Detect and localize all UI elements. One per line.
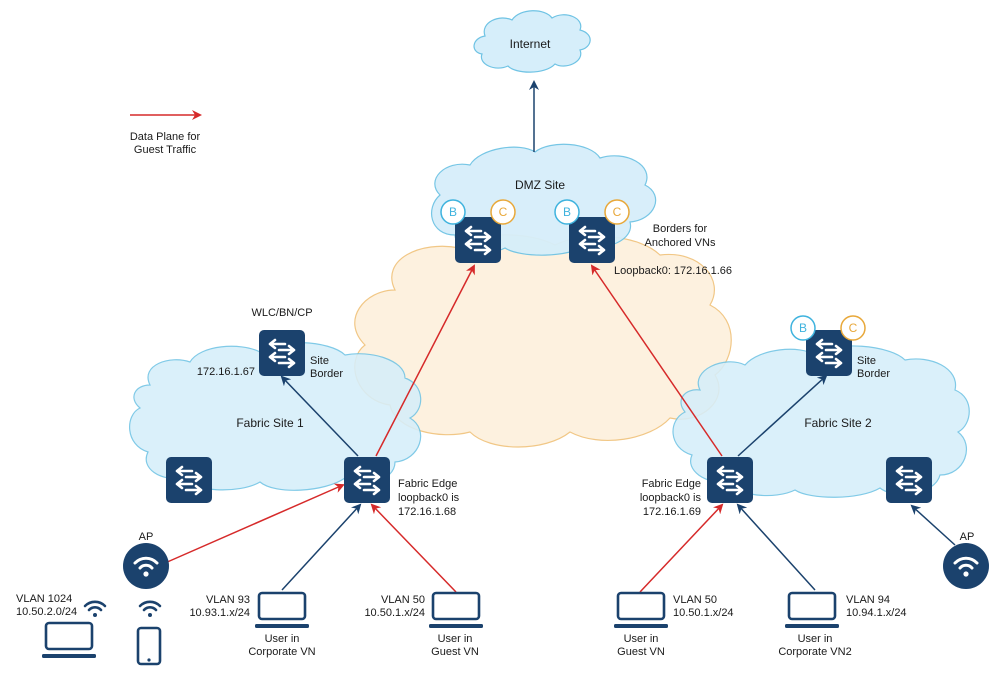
borders-label-line2: Anchored VNs bbox=[644, 237, 716, 249]
site1-edge-label-line2: loopback0 is bbox=[398, 492, 460, 504]
site1-border-switch[interactable] bbox=[257, 328, 307, 378]
guest1-user-line1: User in bbox=[437, 633, 473, 645]
legend-label-line1: Data Plane for bbox=[129, 131, 201, 143]
corp1-subnet-label: 10.93.1.x/24 bbox=[189, 607, 250, 619]
mobile-phone[interactable] bbox=[136, 626, 162, 666]
corp1-user-line2: Corporate VN bbox=[248, 646, 316, 658]
corporate-user-laptop-1[interactable] bbox=[253, 591, 311, 630]
corp1-user-line1: User in bbox=[264, 633, 300, 645]
wifi-icon-phone bbox=[138, 600, 162, 619]
site2-edge-label-line2: loopback0 is bbox=[639, 492, 701, 504]
site2-border-label-line2: Border bbox=[857, 368, 891, 380]
badge-control-site2 bbox=[840, 315, 866, 341]
guest2-user-line2: Guest VN bbox=[617, 646, 665, 658]
badge-border-dmz2 bbox=[554, 199, 580, 225]
site1-edge-label-line1: Fabric Edge bbox=[398, 478, 458, 490]
wifi-icon-laptop bbox=[83, 600, 107, 619]
link-corp1-edge1 bbox=[281, 503, 362, 591]
badge-c-label: C bbox=[498, 205, 508, 219]
site2-switch[interactable] bbox=[884, 455, 934, 505]
badge-control-dmz1 bbox=[490, 199, 516, 225]
link-edge2-border2 bbox=[737, 374, 828, 457]
internet-label: Internet bbox=[509, 37, 551, 51]
fabric-site-1-label: Fabric Site 1 bbox=[236, 416, 304, 430]
borders-label-line1: Borders for bbox=[652, 223, 708, 235]
corporate-user-laptop-2[interactable] bbox=[783, 591, 841, 630]
guest1-subnet-label: 10.50.1.x/24 bbox=[364, 607, 425, 619]
internet-cloud bbox=[473, 10, 591, 73]
legend-label-line2: Guest Traffic bbox=[133, 144, 197, 156]
corp2-subnet-label: 10.94.1.x/24 bbox=[846, 607, 907, 619]
dmz-loopback-label: Loopback0: 172.16.1.66 bbox=[614, 265, 733, 277]
link-corp2-edge2 bbox=[736, 503, 816, 591]
badge-c-label: C bbox=[612, 205, 622, 219]
site1-edge-label-line3: 172.16.1.68 bbox=[398, 506, 457, 518]
wireless-vlan-label: VLAN 1024 bbox=[16, 593, 73, 605]
badge-control-dmz2 bbox=[604, 199, 630, 225]
guest-path-guest1-edge1 bbox=[370, 503, 457, 593]
guest2-vlan-label: VLAN 50 bbox=[673, 594, 718, 606]
wireless-subnet-label: 10.50.2.0/24 bbox=[16, 606, 78, 618]
site2-ap-label: AP bbox=[959, 531, 975, 543]
site1-role-label: WLC/BN/CP bbox=[251, 307, 313, 319]
guest-path-edge1-dmz bbox=[375, 264, 475, 457]
site1-border-label-line2: Border bbox=[310, 368, 344, 380]
guest1-vlan-label: VLAN 50 bbox=[380, 594, 425, 606]
guest1-user-line2: Guest VN bbox=[431, 646, 479, 658]
corp2-user-line2: Corporate VN2 bbox=[778, 646, 852, 658]
site1-ap-label: AP bbox=[138, 531, 154, 543]
dmz-border-switch-2[interactable] bbox=[567, 215, 617, 265]
link-edge1-border1 bbox=[280, 375, 359, 457]
badge-border-dmz1 bbox=[440, 199, 466, 225]
guest2-user-line1: User in bbox=[623, 633, 659, 645]
guest-path-guest2-edge2 bbox=[639, 503, 724, 593]
dmz-site-label: DMZ Site bbox=[514, 178, 566, 192]
site1-border-ip: 172.16.1.67 bbox=[196, 366, 255, 378]
guest-user-laptop-2[interactable] bbox=[612, 591, 670, 630]
guest-path-edge2-dmz bbox=[590, 264, 723, 457]
badge-c-label: C bbox=[848, 321, 858, 335]
guest-path-ap1-edge1 bbox=[164, 483, 345, 564]
site2-edge-label-line3: 172.16.1.69 bbox=[642, 506, 701, 518]
ap-site2[interactable] bbox=[943, 543, 989, 589]
ap-site1[interactable] bbox=[123, 543, 169, 589]
badge-border-site2 bbox=[790, 315, 816, 341]
link-ap2-switch bbox=[910, 504, 956, 546]
site2-edge-label-line1: Fabric Edge bbox=[641, 478, 701, 490]
guest2-subnet-label: 10.50.1.x/24 bbox=[673, 607, 734, 619]
site1-fabric-edge-switch[interactable] bbox=[342, 455, 392, 505]
corp2-user-line1: User in bbox=[797, 633, 833, 645]
site1-border-label-line1: Site bbox=[310, 355, 329, 367]
dmz-border-switch-1[interactable] bbox=[453, 215, 503, 265]
guest-user-laptop-1[interactable] bbox=[427, 591, 485, 630]
corp2-vlan-label: VLAN 94 bbox=[846, 594, 891, 606]
corp1-vlan-label: VLAN 93 bbox=[205, 594, 250, 606]
site2-border-label-line1: Site bbox=[857, 355, 876, 367]
badge-b-label: B bbox=[562, 205, 572, 219]
wireless-laptop[interactable] bbox=[40, 621, 98, 660]
badge-b-label: B bbox=[448, 205, 458, 219]
site1-switch[interactable] bbox=[164, 455, 214, 505]
badge-b-label: B bbox=[798, 321, 808, 335]
site2-fabric-edge-switch[interactable] bbox=[705, 455, 755, 505]
fabric-site-2-label: Fabric Site 2 bbox=[804, 416, 872, 430]
